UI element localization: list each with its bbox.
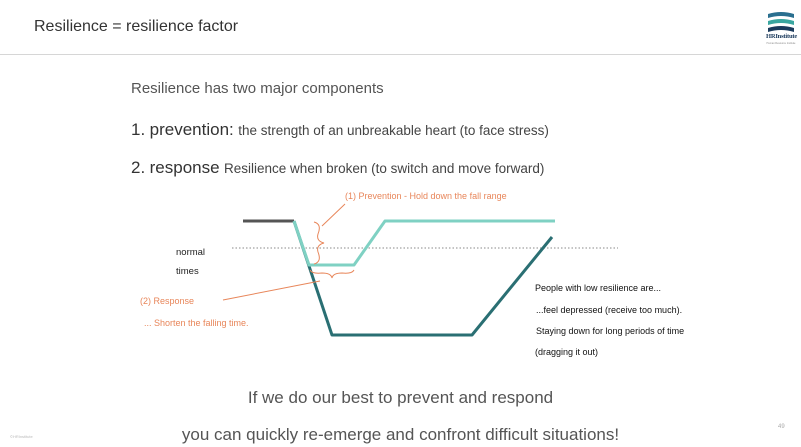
logo-text: HRInstitute bbox=[766, 33, 798, 40]
point-keyword: response bbox=[149, 158, 220, 177]
point-keyword: prevention: bbox=[149, 120, 234, 139]
normal-label-line2: times bbox=[176, 266, 199, 277]
response-label: (2) Response bbox=[140, 296, 195, 306]
point-description: the strength of an unbreakable heart (to… bbox=[238, 123, 549, 138]
low-resilience-note-3: Staying down for long periods of time bbox=[536, 326, 685, 336]
hrinstitute-logo-icon bbox=[768, 12, 794, 32]
header-divider bbox=[0, 54, 801, 55]
response-brace bbox=[309, 269, 355, 279]
high-resilience-curve bbox=[292, 219, 555, 267]
low-resilience-note-1: People with low resilience are... bbox=[535, 283, 662, 293]
closing-line-1: If we do our best to prevent and respond bbox=[247, 388, 554, 407]
intro-text: Resilience has two major components bbox=[131, 80, 384, 97]
footer-copyright: ©HRInstitute bbox=[10, 434, 33, 439]
point-prevention: 1. prevention: the strength of an unbrea… bbox=[131, 120, 549, 140]
page-number: 49 bbox=[778, 424, 785, 430]
point-number: 1. bbox=[131, 120, 146, 139]
prevention-brace bbox=[313, 221, 325, 265]
low-resilience-curve bbox=[292, 220, 554, 337]
low-resilience-note-4: (dragging it out) bbox=[535, 347, 599, 357]
point-response: 2. response Resilience when broken (to s… bbox=[131, 158, 544, 178]
closing-line-2: you can quickly re-emerge and confront d… bbox=[181, 425, 620, 444]
prevention-label: (1) Prevention - Hold down the fall rang… bbox=[345, 191, 507, 201]
response-detail: ... Shorten the falling time. bbox=[144, 318, 249, 328]
point-number: 2. bbox=[131, 158, 146, 177]
prevention-pointer bbox=[321, 203, 346, 227]
normal-label-line1: normal bbox=[176, 247, 206, 258]
logo-subtext: Human Resource Institute bbox=[766, 42, 796, 45]
slide-title: Resilience = resilience factor bbox=[34, 18, 239, 35]
point-description: Resilience when broken (to switch and mo… bbox=[224, 161, 545, 176]
low-resilience-note-2: ...feel depressed (receive too much). bbox=[536, 305, 683, 315]
response-pointer bbox=[222, 280, 321, 301]
